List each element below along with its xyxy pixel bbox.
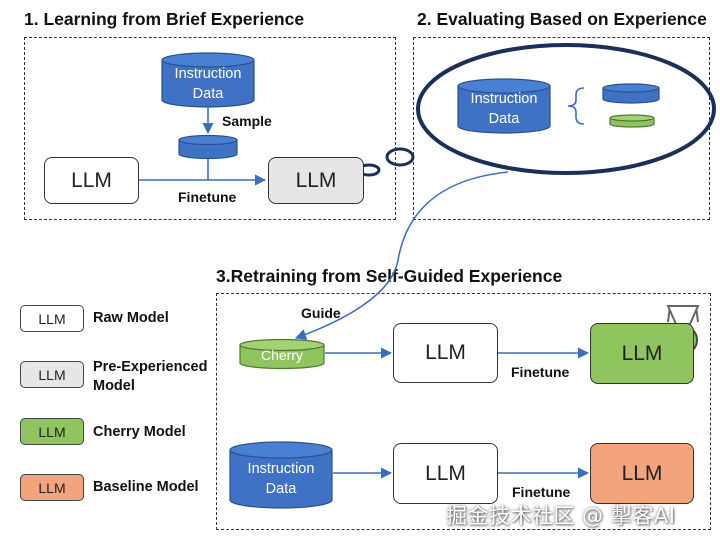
step3-finetune-bottom-label: Finetune — [512, 484, 571, 500]
step2-frame — [413, 37, 710, 220]
legend-cherry-box: LLM — [20, 418, 84, 445]
step3-instruction-data-cylinder — [229, 441, 333, 509]
step1-frame — [24, 37, 396, 220]
step2-instruction-data-cylinder — [457, 78, 551, 134]
thought-bubble-medium — [385, 147, 415, 167]
legend-cherry-label: Cherry Model — [93, 424, 186, 440]
step3-title: 3.Retraining from Self-Guided Experience — [216, 266, 563, 286]
step1-title: 1. Learning from Brief Experience — [24, 9, 305, 29]
legend-pre-experienced-label: Pre-Experienced Model — [93, 359, 208, 394]
legend-raw-label: Raw Model — [93, 310, 169, 326]
step2-blue-cylinder — [602, 83, 660, 104]
watermark-text: 掘金技术社区 @ 掣客AI — [446, 504, 676, 528]
guide-label: Guide — [301, 305, 341, 321]
step2-cylinder-line1: Instruction — [470, 91, 538, 107]
step2-cylinder-text: Instruction Data — [458, 89, 550, 129]
step1-pre-experienced-llm-box: LLM — [268, 157, 364, 204]
step3-finetune-top-label: Finetune — [511, 364, 570, 380]
baseline-llm-box: LLM — [590, 443, 694, 504]
step1-finetune-label: Finetune — [178, 189, 237, 205]
step3-raw-llm-bottom-box: LLM — [393, 443, 498, 504]
step1-cylinder-line1: Instruction — [174, 66, 242, 82]
legend-pre-experienced-box: LLM — [20, 361, 84, 388]
step2-cylinder-line2: Data — [488, 111, 520, 127]
sample-label: Sample — [222, 113, 272, 129]
cherry-llm-box: LLM — [590, 323, 694, 384]
step1-cylinder-text: Instruction Data — [162, 64, 254, 104]
cherry-cylinder — [239, 338, 325, 370]
step3-cylinder-text: Instruction Data — [230, 459, 332, 499]
step1-sample-cylinder — [178, 134, 238, 160]
split-brace — [567, 87, 585, 125]
step3-cylinder-line2: Data — [265, 481, 297, 497]
step3-cylinder-line1: Instruction — [247, 461, 315, 477]
step2-title: 2. Evaluating Based on Experience — [417, 9, 707, 29]
legend-raw-box: LLM — [20, 305, 84, 332]
step3-raw-llm-top-box: LLM — [393, 323, 498, 383]
step1-cylinder-line2: Data — [192, 86, 224, 102]
step3-frame — [216, 293, 711, 530]
legend-baseline-label: Baseline Model — [93, 479, 199, 495]
step1-raw-llm-box: LLM — [44, 157, 139, 204]
step2-green-cylinder — [609, 114, 655, 128]
evaluation-ellipse — [416, 43, 716, 175]
legend-baseline-box: LLM — [20, 474, 84, 501]
guide-arrow — [294, 171, 509, 340]
cherry-cylinder-label: Cherry — [260, 347, 303, 363]
